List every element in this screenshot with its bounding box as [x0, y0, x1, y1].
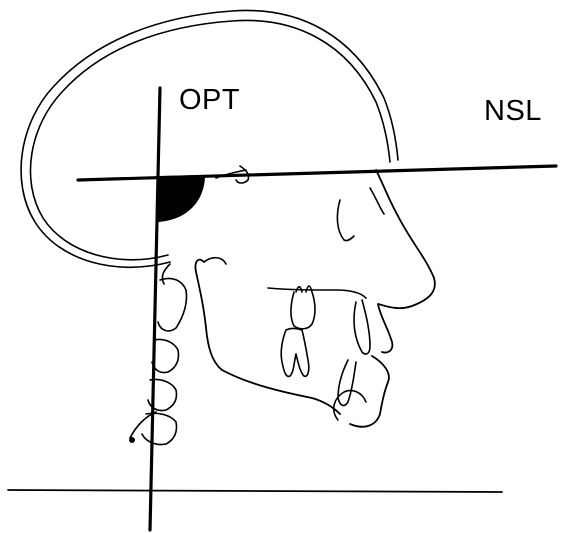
facial-profile	[376, 170, 435, 353]
nsl-line	[78, 166, 556, 180]
upper-molar	[291, 286, 315, 329]
frontal-sinus	[370, 188, 384, 214]
lower-molar	[281, 329, 309, 377]
cranium-outline-inner	[30, 20, 390, 259]
ramus-notch	[204, 258, 226, 264]
opt-line	[150, 88, 160, 530]
upper-incisor	[354, 300, 370, 354]
vertebra-c2	[158, 278, 187, 330]
palatal-plane	[268, 288, 366, 298]
vertebra-point	[129, 437, 135, 443]
horizontal-reference-line	[8, 490, 502, 492]
nsl-label: NSL	[484, 97, 542, 126]
vertebra-c3	[152, 339, 179, 372]
opt-label: OPT	[179, 86, 240, 115]
mastoid-outline	[162, 264, 170, 284]
lower-incisor	[338, 360, 356, 405]
mandible-outline	[195, 260, 340, 414]
angle-marker	[158, 175, 205, 222]
orbit-contour	[337, 200, 354, 241]
cranium-outline-outer	[21, 10, 398, 267]
